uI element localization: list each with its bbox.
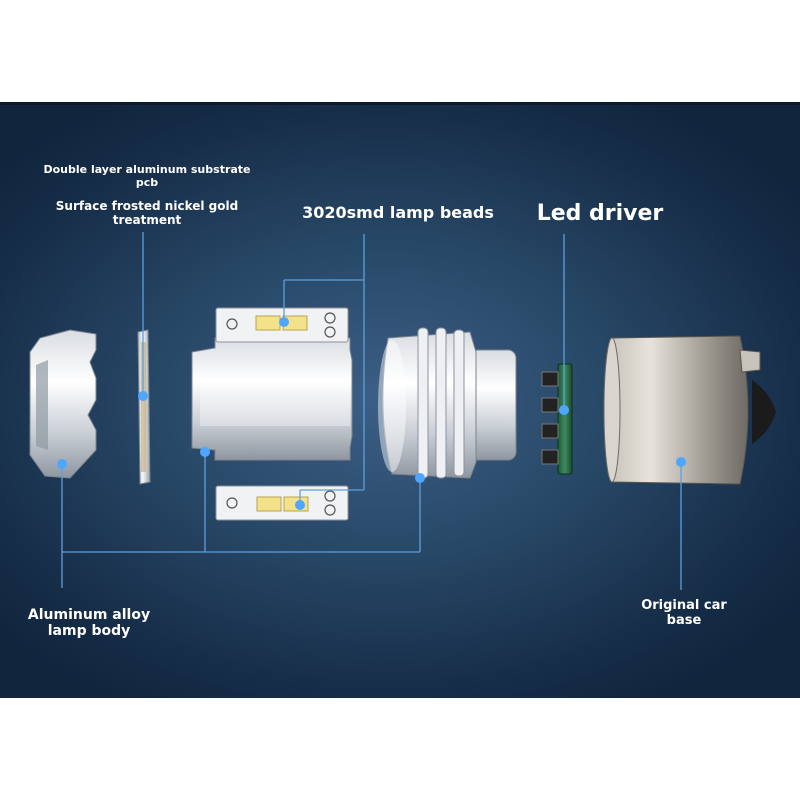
label-alloy-body: Aluminum alloy lamp body	[14, 607, 164, 639]
label-substrate-line2: pcb	[135, 175, 159, 189]
label-lamp-beads: 3020smd lamp beads	[302, 203, 494, 222]
car-base	[603, 335, 776, 485]
label-alloy-line1: Aluminum alloy	[27, 607, 151, 623]
label-alloy-line2: lamp body	[47, 623, 131, 640]
callout-lines	[61, 232, 682, 590]
dot-sleeve	[415, 473, 425, 483]
pcb-plate	[137, 329, 151, 485]
heatsink-body	[191, 337, 353, 461]
led-board-bottom	[215, 485, 349, 521]
dot-heatsink	[200, 447, 210, 457]
dot-pcb	[138, 391, 148, 401]
dot-beads-bottom	[295, 500, 305, 510]
dot-beads-top	[279, 317, 289, 327]
label-substrate-line1: Double layer aluminum substrate	[43, 163, 251, 176]
label-surface-line2: treatment	[112, 212, 182, 227]
panel-top-edge	[0, 102, 800, 105]
dot-driver	[559, 405, 569, 415]
callout-dots	[57, 317, 686, 510]
dot-base	[676, 457, 686, 467]
label-base-line1: Original car	[641, 598, 727, 613]
label-surface-line1: Surface frosted nickel gold	[55, 199, 239, 213]
lamp-body-cap	[29, 329, 97, 479]
label-car-base: Original car base	[614, 598, 754, 629]
label-surface: Surface frosted nickel gold treatment	[44, 199, 250, 228]
dot-body-cap	[57, 459, 67, 469]
label-led-driver: Led driver	[536, 201, 664, 226]
label-base-line2: base	[666, 612, 702, 628]
label-substrate: Double layer aluminum substrate pcb	[40, 163, 254, 189]
finned-sleeve	[378, 327, 517, 479]
led-driver-board	[541, 363, 573, 475]
